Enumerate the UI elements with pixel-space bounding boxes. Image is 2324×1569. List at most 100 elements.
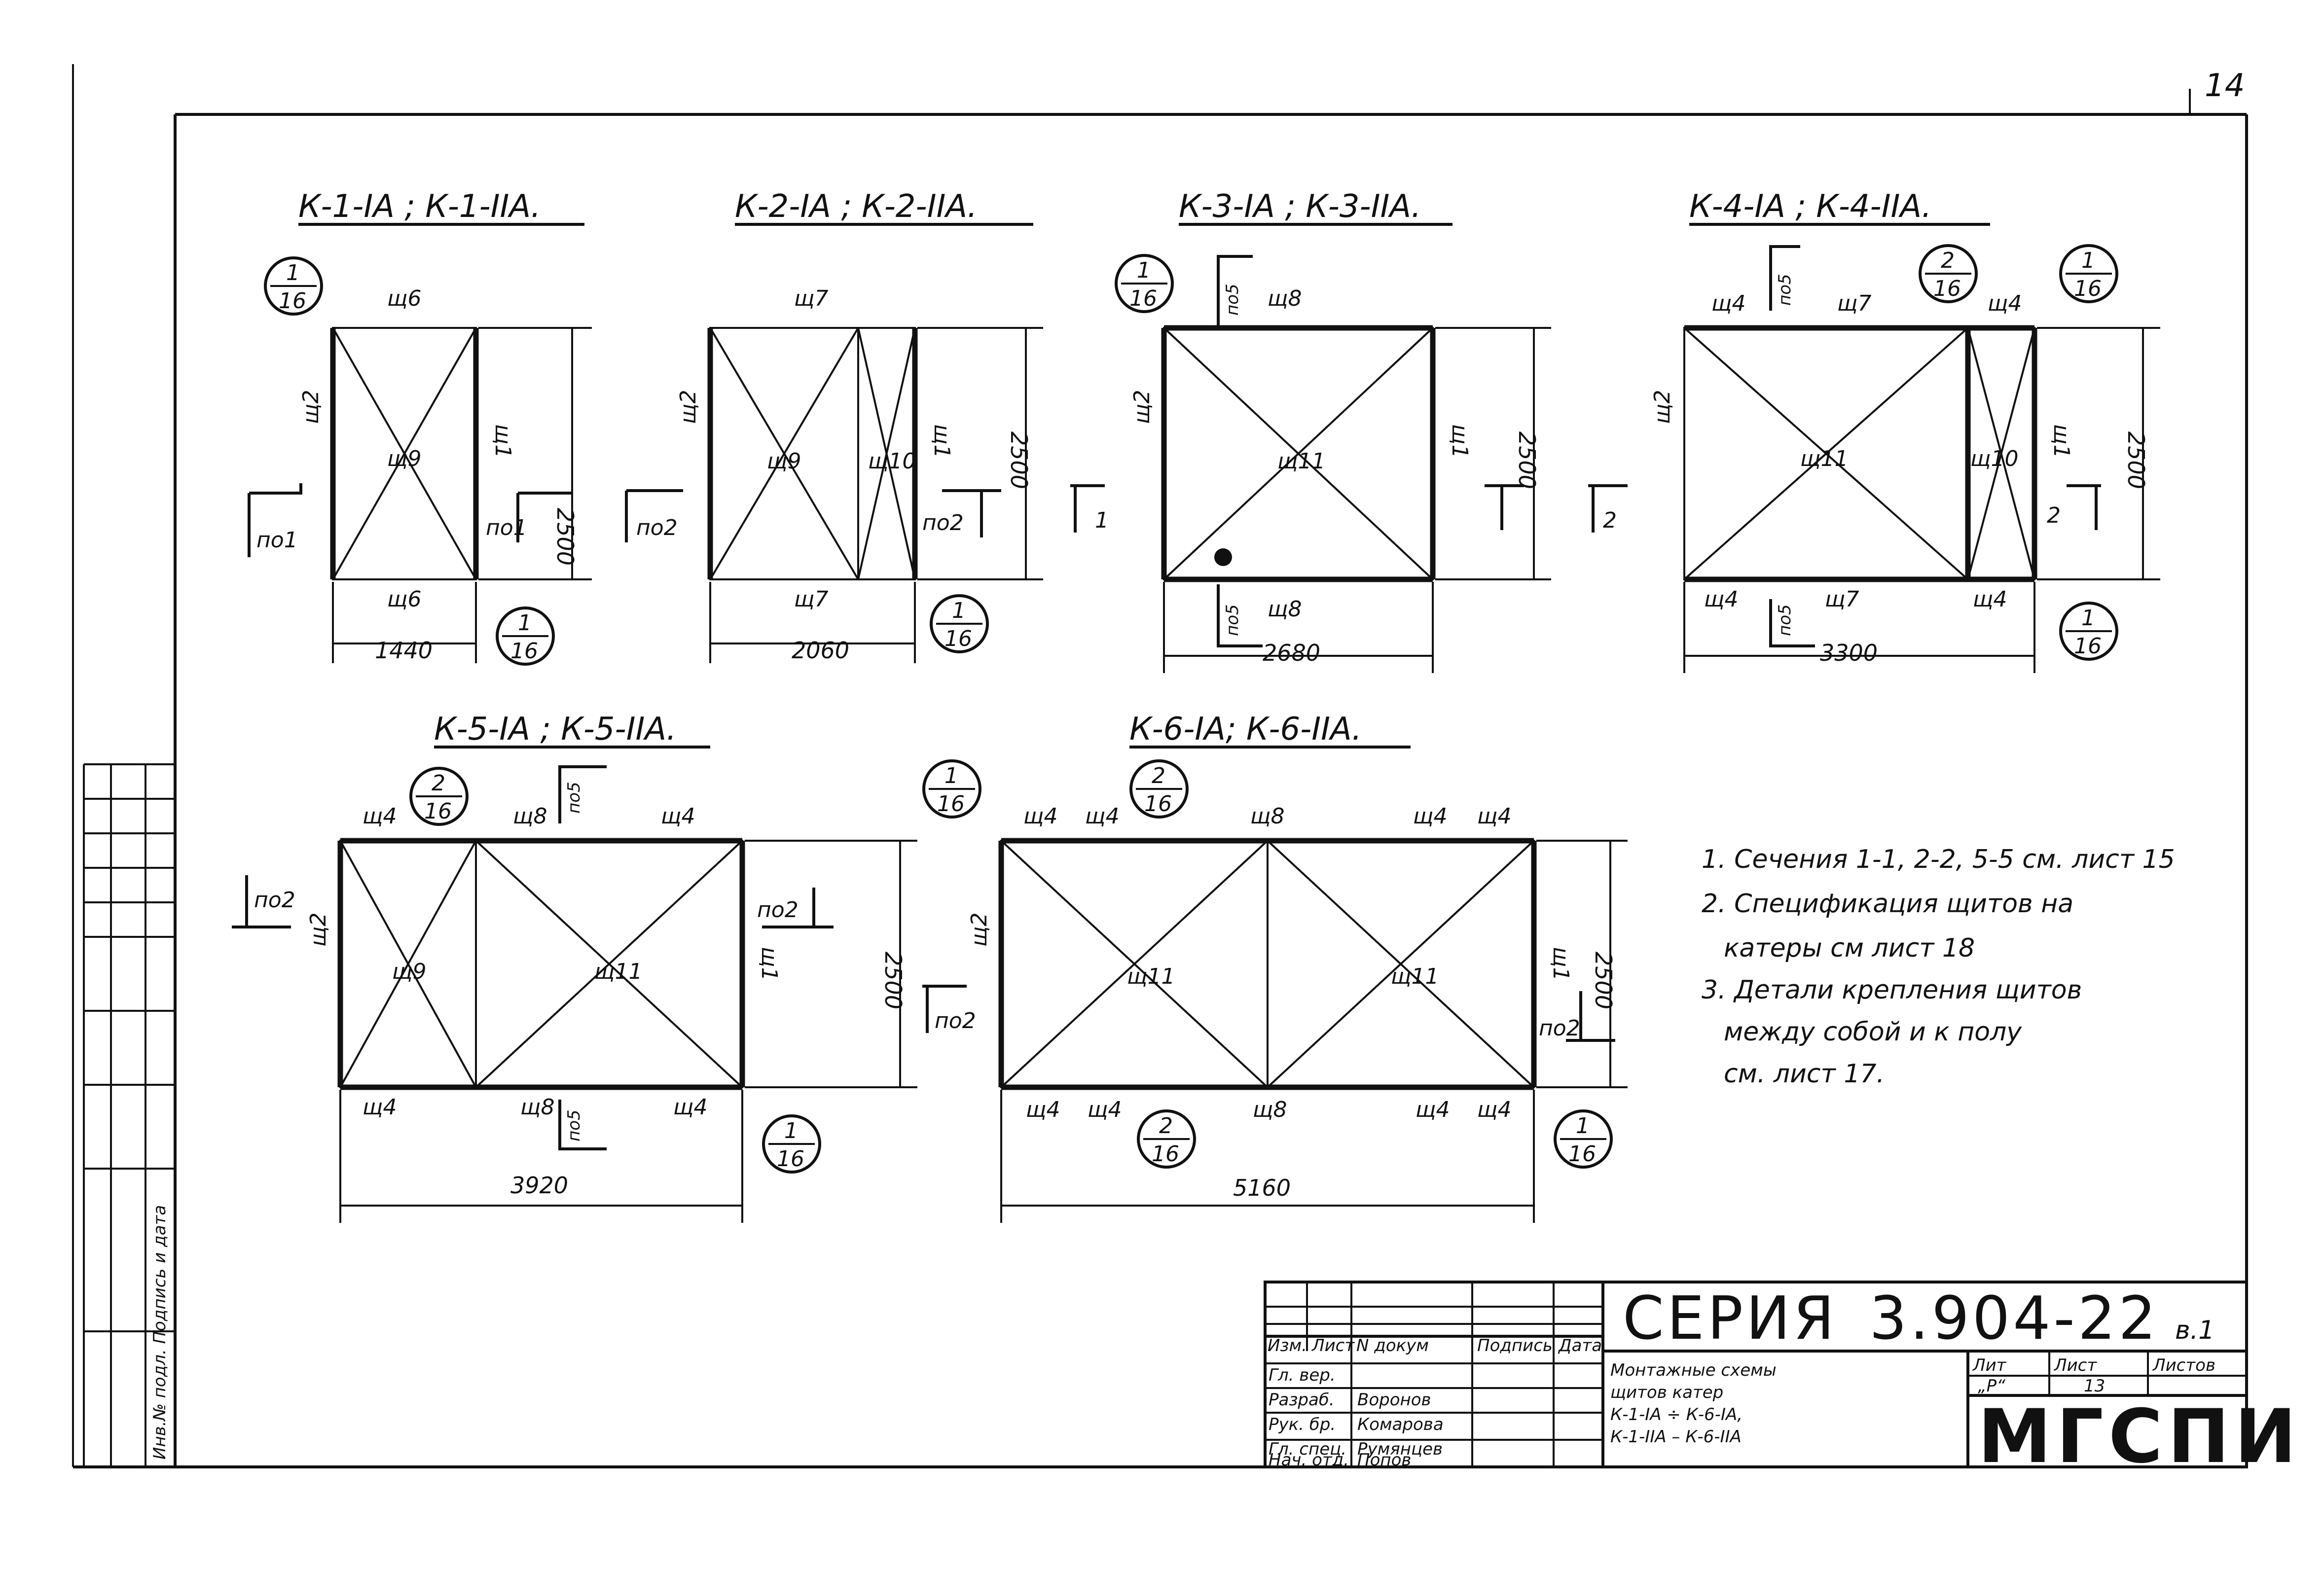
shield-right: щ1	[929, 424, 954, 458]
shield-right: щ1	[1548, 947, 1573, 981]
shield-cell: щ11	[1391, 964, 1439, 989]
panel-title: К-5-IА ; К-5-IIА.	[434, 711, 676, 748]
detail-callout: 1 16	[1554, 1109, 1613, 1169]
panel-k3: К-3-IА ; К-3-IIА. щ8 щ8 щ11 щ2 щ1 1 по5 …	[1070, 188, 1551, 673]
detail-callout: 1 16	[264, 256, 323, 316]
sheet-value: „Р“	[1978, 1376, 2005, 1396]
shield-cell: щ9	[392, 959, 426, 984]
stamp-role: Гл. спец.	[1269, 1439, 1346, 1459]
svg-text:16: 16	[510, 639, 538, 664]
stamp-header: Лист	[1311, 1336, 1355, 1355]
sheet-label: Лит	[1972, 1355, 2007, 1375]
shield-top: щ8	[1268, 286, 1302, 311]
svg-text:16: 16	[1152, 1141, 1179, 1167]
page-number: 14	[2205, 68, 2245, 104]
shield-bottom: щ4	[1477, 1097, 1511, 1122]
shield-top: щ4	[1477, 804, 1511, 829]
section-label: по5	[1775, 274, 1795, 306]
shield-bottom: щ6	[387, 587, 421, 612]
stamp-role: Рук. бр.	[1269, 1415, 1336, 1434]
panel-title: К-6-IА; К-6-IIА.	[1129, 711, 1362, 748]
section-label: по2	[922, 510, 964, 535]
panel-title: К-1-IА ; К-1-IIА.	[298, 188, 541, 225]
shield-top: щ4	[363, 804, 397, 829]
sheet-label: Листов	[2152, 1355, 2215, 1375]
shield-cell: щ10	[1970, 446, 2018, 471]
section-label: по1	[256, 528, 298, 553]
shield-top: щ4	[661, 804, 695, 829]
shield-top: щ4	[1711, 291, 1745, 316]
shield-left: щ2	[298, 390, 324, 424]
shield-cell: щ9	[767, 449, 801, 474]
shield-left: щ2	[967, 913, 992, 947]
shield-bottom: щ4	[673, 1095, 707, 1120]
stamp-role: Нач. отд.	[1269, 1450, 1349, 1470]
dimension-width: 5160	[1233, 1175, 1291, 1201]
note-line: катеры см лист 18	[1724, 933, 1975, 963]
svg-text:16: 16	[1144, 791, 1172, 817]
shield-left: щ2	[306, 913, 331, 947]
svg-text:16: 16	[777, 1146, 804, 1172]
shield-bottom: щ4	[1416, 1097, 1450, 1122]
shield-bottom: щ4	[1973, 587, 2007, 612]
shield-right: щ1	[1447, 424, 1472, 458]
svg-text:2: 2	[432, 771, 445, 796]
panel-title: К-3-IА ; К-3-IIА.	[1179, 188, 1421, 225]
stamp-description: Монтажные схемы	[1610, 1360, 1777, 1380]
stamp-description: щитов катер	[1610, 1383, 1723, 1402]
svg-text:1: 1	[286, 260, 300, 285]
dimension-width: 1440	[375, 637, 433, 664]
shield-top: щ7	[794, 286, 828, 311]
shield-right: щ1	[490, 424, 515, 458]
stamp-name: Попов	[1357, 1450, 1411, 1470]
note-line: 2. Спецификация щитов на	[1702, 889, 2073, 919]
shield-cell: щ11	[1277, 449, 1325, 474]
svg-text:16: 16	[937, 791, 965, 817]
svg-text:16: 16	[279, 288, 306, 314]
svg-text:16: 16	[2074, 634, 2102, 659]
sheet-frame: Инв.№ подл. Подпись и дата 14	[72, 64, 2248, 1468]
stamp-name: Комарова	[1357, 1415, 1444, 1434]
shield-top: щ8	[1250, 804, 1284, 829]
detail-callout: 1 16	[496, 606, 555, 666]
shield-top: щ8	[513, 804, 547, 829]
svg-text:1: 1	[784, 1118, 798, 1143]
svg-text:1: 1	[1576, 1113, 1590, 1139]
svg-text:1: 1	[1137, 258, 1151, 283]
shield-bottom: щ4	[1704, 587, 1738, 612]
section-label: по5	[564, 1109, 584, 1141]
shield-cell: щ11	[1127, 964, 1175, 989]
dimension-height: 2500	[1514, 431, 1540, 489]
shield-bottom: щ8	[1253, 1097, 1287, 1122]
svg-text:16: 16	[1933, 276, 1961, 301]
panel-k1: К-1-IА ; К-1-IIА. щ6 щ6 щ9 щ2 щ1 по1 по1…	[248, 188, 592, 666]
dimension-height: 2500	[1006, 431, 1032, 489]
panel-k6: К-6-IА; К-6-IIА. щ4 щ4 щ8 щ4 щ4 щ4 щ4 щ8…	[922, 711, 1628, 1223]
dimension-width: 2060	[792, 637, 849, 664]
sheet-value: 13	[2084, 1376, 2105, 1396]
dimension-height: 2500	[552, 508, 579, 566]
shield-top: щ6	[387, 286, 421, 311]
stamp-role: Гл. вер.	[1269, 1365, 1336, 1385]
section-label: 1	[1095, 508, 1109, 533]
shield-top: щ4	[1413, 804, 1447, 829]
note-line: 1. Сечения 1-1, 2-2, 5-5 см. лист 15	[1702, 845, 2175, 874]
section-label: по5	[1775, 604, 1795, 636]
panel-k5: К-5-IА ; К-5-IIА. щ4 щ8 щ4 щ4 щ8 щ4 щ9 щ…	[232, 711, 917, 1223]
section-label: по1	[486, 515, 527, 540]
shield-bottom: щ4	[363, 1095, 397, 1120]
section-label: по5	[1223, 284, 1242, 316]
note-line: 3. Детали крепления щитов	[1702, 975, 2082, 1005]
panel-k2: К-2-IА ; К-2-IIА. щ7 щ7 щ9 щ10 щ2 щ1 по2…	[625, 188, 1043, 664]
shield-bottom: щ7	[1825, 587, 1859, 612]
detail-callout: 1 16	[930, 594, 989, 653]
binder-table	[83, 763, 175, 1467]
dimension-width: 3300	[1820, 640, 1878, 666]
svg-text:1: 1	[952, 598, 966, 623]
shield-top: щ4	[1085, 804, 1119, 829]
section-label: по2	[757, 897, 799, 923]
dimension-height: 2500	[2123, 431, 2149, 489]
shield-bottom: щ8	[520, 1095, 554, 1120]
svg-text:16: 16	[1129, 286, 1157, 311]
